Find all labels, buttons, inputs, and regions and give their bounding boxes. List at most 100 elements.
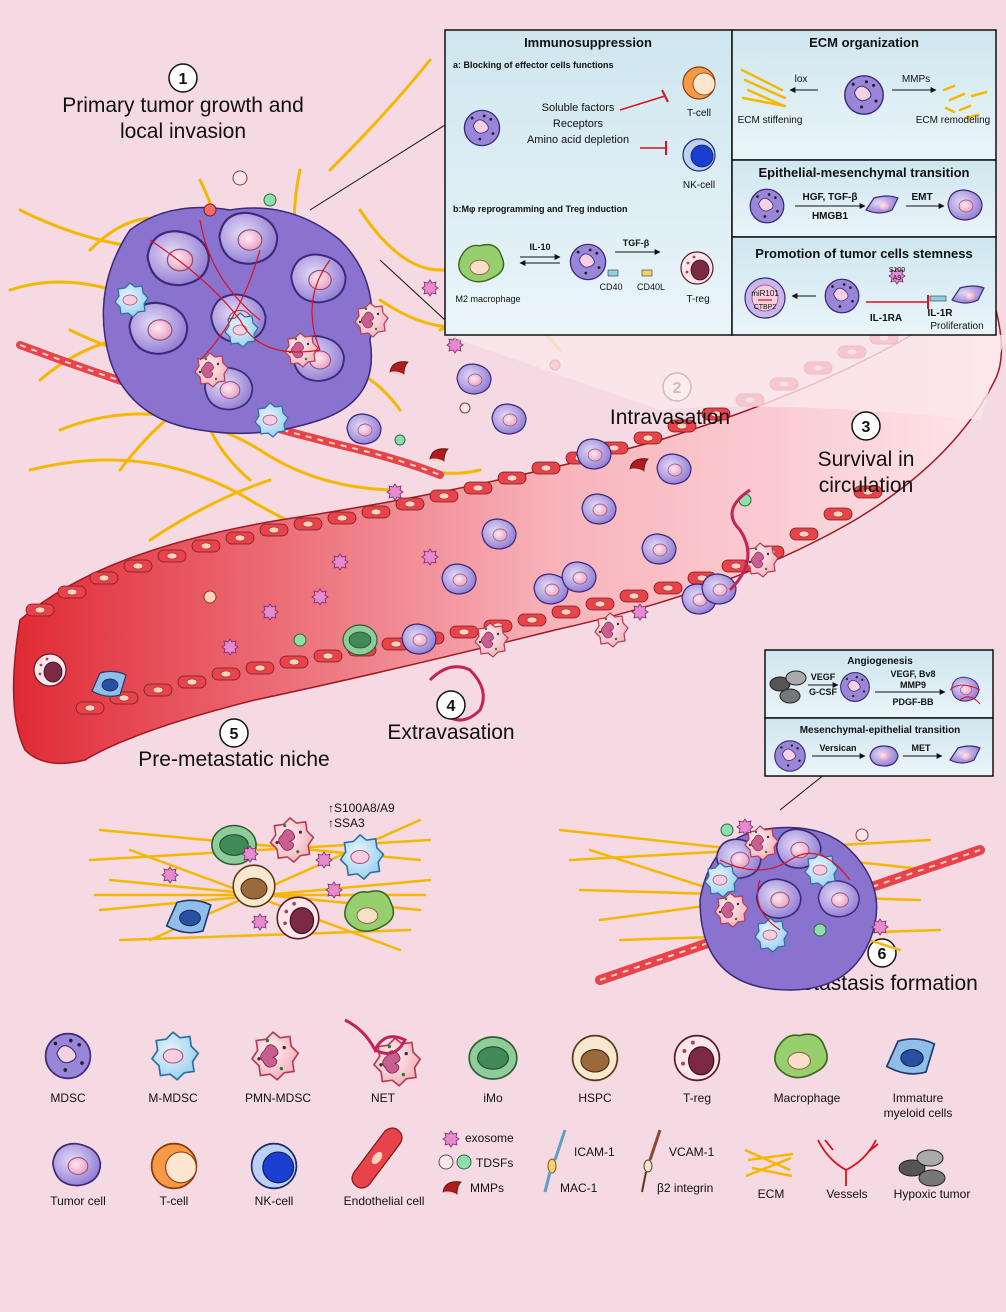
- hypoxic-tumor-icon: [769, 670, 807, 704]
- legend-tcell: T-cell: [160, 1194, 189, 1208]
- met-label: MET: [912, 743, 932, 753]
- legend-hspc: HSPC: [578, 1091, 612, 1105]
- step-5-number: 5: [230, 726, 239, 743]
- ecm-stiffening: ECM stiffening: [738, 115, 803, 126]
- ecm-lox: lox: [795, 74, 808, 85]
- legend-tcell-icon: [150, 1142, 198, 1190]
- legend-tdsf-icon-2: [456, 1154, 472, 1170]
- legend-ecm-icon: [744, 1148, 794, 1178]
- panel-ecm-organization: ECM organization lox MMPs ECM stiffening…: [731, 29, 997, 161]
- step-1-title-line2: local invasion: [120, 120, 246, 143]
- step-4-number: 4: [447, 698, 456, 715]
- step-5: 5 Pre-metastatic niche: [138, 718, 330, 771]
- legend-exosome: exosome: [465, 1131, 514, 1145]
- stemness-il1ra: IL-1RA: [870, 313, 902, 324]
- step-4: 4 Extravasation: [387, 690, 515, 744]
- step-5-title: Pre-metastatic niche: [138, 748, 329, 771]
- legend-pmn-mdsc: PMN-MDSC: [245, 1091, 311, 1105]
- legend-hypoxic: Hypoxic tumor: [894, 1187, 971, 1201]
- panel-met: Mesenchymal-epithelial transition Versic…: [764, 717, 994, 777]
- step-4-title: Extravasation: [387, 721, 514, 744]
- niche-marker-s100a8: ↑S100A8/A9: [328, 801, 395, 815]
- step-3-title-line2: circulation: [819, 474, 914, 497]
- legend-treg: T-reg: [683, 1091, 711, 1105]
- angio-out-mmp9: MMP9: [900, 680, 926, 690]
- legend-icam: ICAM-1: [574, 1145, 615, 1159]
- stemness-ctbp2: CTBP2: [754, 304, 777, 311]
- capillary-primary: [16, 341, 444, 479]
- emt-factors-1: HGF, TGF-β: [803, 192, 858, 203]
- panel-stemness: Promotion of tumor cells stemness miR101…: [731, 236, 997, 336]
- immuno-m2-label: M2 macrophage: [455, 294, 520, 304]
- step-1-title-line1: Primary tumor growth and: [62, 94, 304, 117]
- legend-b2: β2 integrin: [657, 1181, 713, 1195]
- legend-immature-1: Immature: [893, 1091, 944, 1105]
- panel-angiogenesis: Angiogenesis VEGF G-CSF VEGF, Bv8 MMP9 P…: [764, 649, 994, 719]
- angio-in-vegf: VEGF: [811, 672, 836, 682]
- angio-in-gcsf: G-CSF: [809, 687, 838, 697]
- legend-immature-2: myeloid cells: [884, 1106, 953, 1120]
- primary-tumor-mass: [102, 170, 389, 438]
- legend-tdsfs: TDSFs: [476, 1156, 513, 1170]
- legend-pmn-icon: [251, 1031, 300, 1081]
- ecm-remodeling: ECM remodeling: [916, 115, 990, 126]
- step-3-title-line1: Survival in: [818, 448, 915, 471]
- legend-tumor: Tumor cell: [50, 1194, 106, 1208]
- stemness-s100-line1: S100: [889, 267, 905, 274]
- legend-mmdsc: M-MDSC: [148, 1091, 198, 1105]
- legend-icam-icon: [543, 1129, 567, 1193]
- stemness-s100-line2: A9: [893, 275, 902, 282]
- immuno-tcell-label: T-cell: [687, 108, 711, 119]
- zoom-beam: [445, 335, 1006, 420]
- immuno-sub-b: b:Mφ reprogramming and Treg induction: [453, 204, 627, 214]
- step-3: 3 Survival in circulation: [818, 411, 915, 497]
- legend-vessels: Vessels: [826, 1187, 867, 1201]
- legend-mmps-icon: [442, 1181, 462, 1196]
- immuno-il10: IL-10: [529, 242, 550, 252]
- immuno-factor-1: Soluble factors: [542, 102, 615, 114]
- angio-out-vegf-bv8: VEGF, Bv8: [890, 669, 935, 679]
- legend-tdsf-icon-1: [438, 1154, 454, 1170]
- stemness-il1r: IL-1R: [928, 308, 954, 319]
- legend-hspc-icon: [571, 1034, 619, 1082]
- angio-out-pdgf: PDGF-BB: [893, 697, 934, 707]
- met-title: Mesenchymal-epithelial transition: [800, 725, 961, 736]
- legend-vcam: VCAM-1: [669, 1145, 715, 1159]
- legend-net: NET: [371, 1091, 396, 1105]
- stemness-proliferation: Proliferation: [930, 321, 983, 332]
- legend-imo-icon: [468, 1036, 518, 1080]
- zoom-connector: [309, 124, 446, 321]
- immuno-factor-3: Amino acid depletion: [527, 134, 629, 146]
- emt-factors-2: HMGB1: [812, 211, 849, 222]
- step-2-title: Intravasation: [610, 406, 730, 429]
- legend-mac1: MAC-1: [560, 1181, 598, 1195]
- metastasis-site: [558, 769, 985, 991]
- immuno-treg-label: T-reg: [686, 294, 709, 305]
- legend-exosome-icon: [442, 1130, 460, 1148]
- legend-mmdsc-icon: [151, 1031, 200, 1081]
- legend-mdsc: MDSC: [50, 1091, 86, 1105]
- panel-immunosuppression: Immunosuppression a: Blocking of effecto…: [444, 29, 733, 336]
- step-6-number: 6: [878, 946, 887, 963]
- niche-marker-ssa3: ↑SSA3: [328, 816, 365, 830]
- immuno-cd40l: CD40L: [637, 282, 665, 292]
- met-versican: Versican: [819, 743, 856, 753]
- legend-vcam-icon: [641, 1129, 662, 1193]
- immuno-sub-a: a: Blocking of effector cells functions: [453, 60, 614, 70]
- legend-vessels-icon: [817, 1139, 879, 1186]
- legend-nk: NK-cell: [255, 1194, 294, 1208]
- immuno-nk-label: NK-cell: [683, 180, 715, 191]
- step-1: 1 Primary tumor growth and local invasio…: [62, 63, 304, 143]
- emt-title: Epithelial-mesenchymal transition: [759, 165, 970, 180]
- legend: MDSC M-MDSC PMN-MDSC NET iMo HSPC T-reg …: [44, 1018, 971, 1208]
- legend-net-icon: [344, 1018, 422, 1087]
- hypoxic-tumor-legend-icon: [898, 1149, 946, 1187]
- panel-emt: Epithelial-mesenchymal transition HGF, T…: [731, 159, 997, 238]
- legend-nk-icon: [250, 1142, 298, 1190]
- step-1-number: 1: [179, 71, 188, 88]
- legend-macrophage-icon: [774, 1033, 829, 1079]
- immuno-factor-2: Receptors: [553, 118, 604, 130]
- immuno-cd40: CD40: [599, 282, 622, 292]
- legend-mmps: MMPs: [470, 1181, 504, 1195]
